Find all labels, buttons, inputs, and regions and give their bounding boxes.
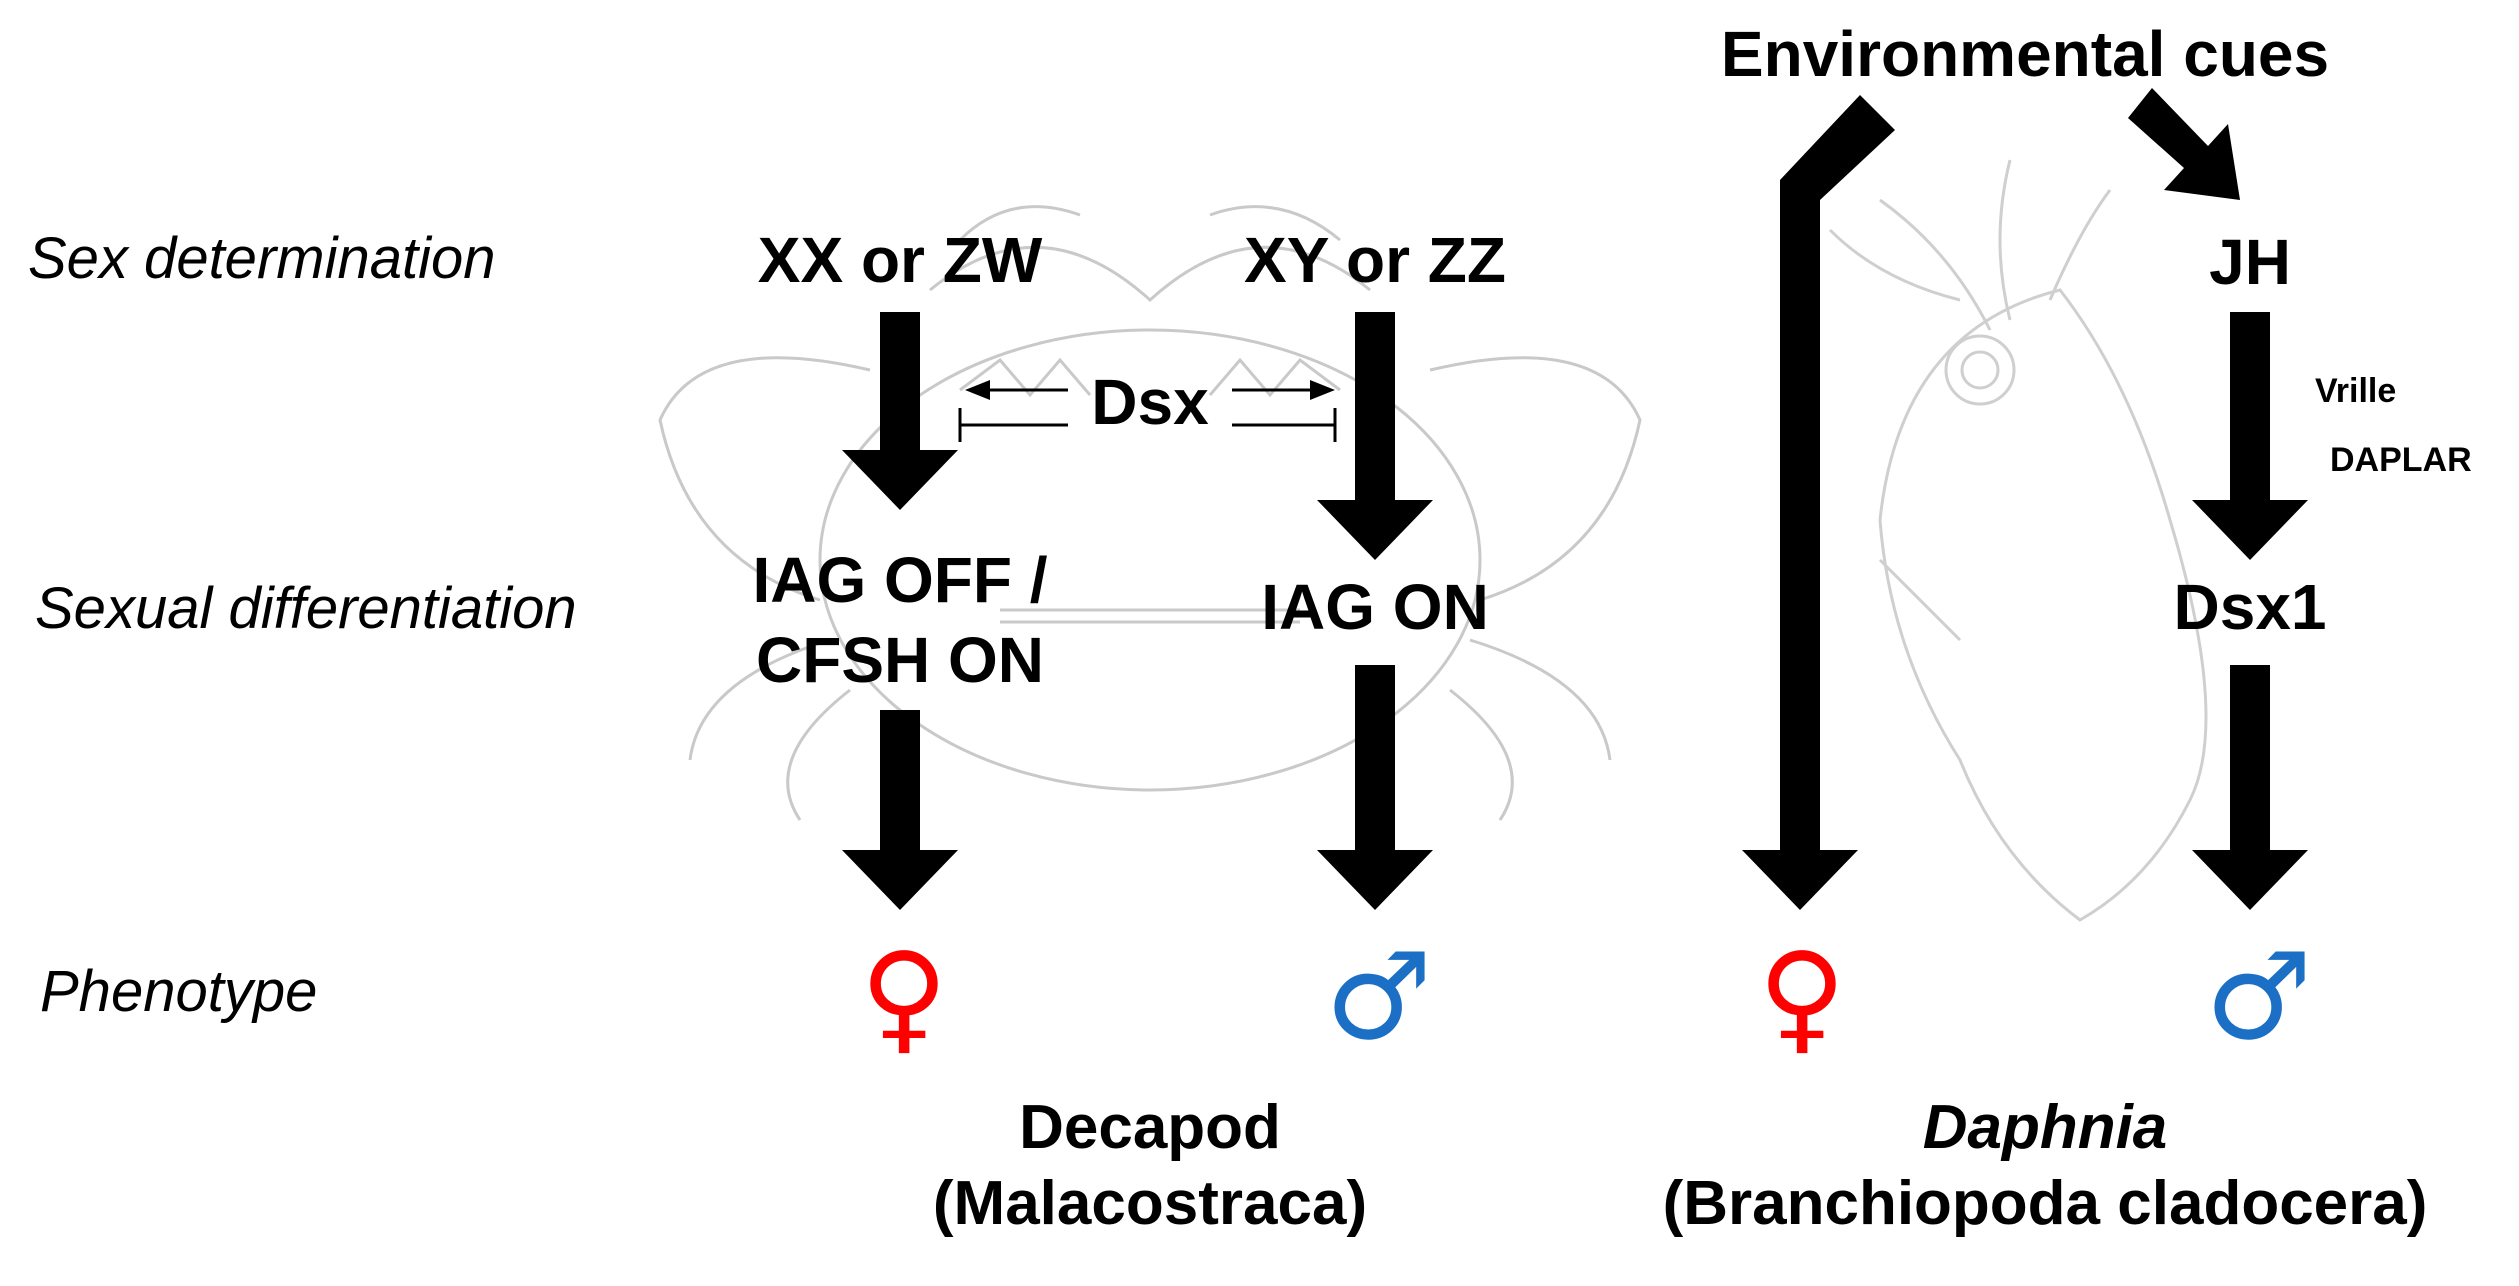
daphnia-factor-vrille: Vrille: [2315, 372, 2397, 410]
arrow-environment-to-jh: [2128, 88, 2240, 200]
decapod-caption-line1: Decapod: [1019, 1093, 1281, 1162]
decapod-caption-line2: (Malacostraca): [932, 1168, 1368, 1238]
decapod-female-symbol-icon: ♀: [860, 928, 948, 1067]
arrow-environment-to-female: [1742, 95, 1895, 910]
decapod-male-genotype: XY or ZZ: [1244, 224, 1506, 296]
row-label-sex-determination: Sex determination: [28, 226, 496, 291]
arrow-female-differentiation: [842, 710, 958, 910]
dsx-connectors: [958, 380, 1337, 442]
daphnia-trigger: Environmental cues: [1720, 18, 2330, 90]
dsx-label: Dsx: [1091, 366, 1209, 438]
arrow-female-determination: [842, 312, 958, 510]
daphnia-caption-line2: (Branchiopoda cladocera): [1662, 1168, 2428, 1238]
daphnia-factor-daplar: DAPLAR: [2330, 441, 2472, 479]
decapod-female-genotype: XX or ZW: [757, 224, 1043, 296]
arrow-dsx1-to-male: [2192, 665, 2308, 910]
decapod-female-hormone-line2: CFSH ON: [756, 624, 1044, 696]
daphnia-female-symbol-icon: ♀: [1758, 928, 1846, 1067]
daphnia-hormone: JH: [2209, 226, 2291, 298]
decapod-female-hormone-line1: IAG OFF /: [752, 544, 1048, 616]
daphnia-sketch-icon: [1828, 159, 2208, 922]
crab-sketch-icon: [658, 205, 1642, 821]
row-label-sexual-differentiation: Sexual differentiation: [35, 576, 577, 641]
decapod-male-hormone: IAG ON: [1261, 571, 1489, 643]
decapod-male-symbol-icon: ♂: [1325, 928, 1433, 1067]
arrow-jh-to-dsx1: [2192, 312, 2308, 560]
daphnia-male-symbol-icon: ♂: [2205, 928, 2313, 1067]
arrow-male-determination: [1317, 312, 1433, 560]
arrow-male-differentiation: [1317, 665, 1433, 910]
daphnia-target-gene: Dsx1: [2173, 571, 2327, 643]
daphnia-caption: Daphnia (Branchiopoda cladocera): [1615, 1090, 2475, 1241]
row-label-phenotype: Phenotype: [40, 959, 318, 1024]
decapod-caption: Decapod (Malacostraca): [880, 1090, 1420, 1241]
daphnia-caption-line1: Daphnia: [1922, 1093, 2168, 1162]
